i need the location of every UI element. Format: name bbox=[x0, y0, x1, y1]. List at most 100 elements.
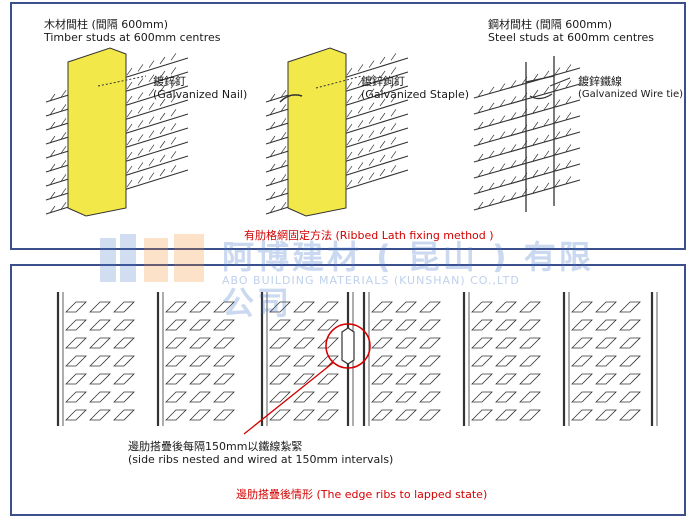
mesh-diamond bbox=[595, 301, 617, 313]
mesh-strand bbox=[379, 154, 386, 163]
mesh-strand bbox=[170, 67, 177, 75]
mesh-diamond bbox=[395, 409, 417, 421]
mesh-strand bbox=[368, 172, 375, 180]
mesh-diamond bbox=[619, 301, 641, 313]
mesh-strand bbox=[137, 176, 144, 184]
mesh-strand bbox=[368, 88, 375, 96]
mesh-diamond bbox=[89, 355, 111, 367]
mesh-strand bbox=[379, 140, 386, 149]
mesh-diamond bbox=[571, 355, 593, 367]
mesh-strand bbox=[137, 148, 144, 156]
mesh-strand bbox=[346, 81, 353, 90]
mesh-diamond bbox=[371, 409, 393, 421]
staple-label-zh: 鍍鋅鉤釘 bbox=[361, 75, 405, 88]
mesh-diamond bbox=[419, 355, 441, 367]
mesh-diamond bbox=[317, 301, 339, 313]
mesh-strand bbox=[368, 158, 375, 166]
mesh-strand bbox=[126, 151, 133, 160]
steel-studs-title-en: Steel studs at 600mm centres bbox=[488, 31, 654, 44]
mesh-diamond bbox=[89, 301, 111, 313]
mesh-diamond bbox=[471, 319, 493, 331]
mesh-diamond bbox=[571, 373, 593, 385]
mesh-strand bbox=[510, 96, 517, 104]
mesh-diamond bbox=[113, 355, 135, 367]
mesh-diamond bbox=[495, 355, 517, 367]
mesh-strand bbox=[346, 67, 353, 76]
mesh-diamond bbox=[189, 373, 211, 385]
steel-wire-illustration bbox=[473, 56, 581, 212]
mesh-diamond bbox=[471, 391, 493, 403]
timber-staple-illustration bbox=[265, 47, 409, 217]
mesh-strand bbox=[488, 198, 495, 207]
mesh-strand bbox=[49, 121, 56, 130]
mesh-diamond bbox=[165, 337, 187, 349]
mesh-strand bbox=[532, 185, 539, 194]
mesh-diamond bbox=[371, 337, 393, 349]
mesh-strand bbox=[126, 137, 133, 146]
mesh-strand bbox=[60, 90, 67, 98]
mesh-diamond bbox=[495, 319, 517, 331]
mesh-strand bbox=[280, 132, 287, 140]
mesh-strand bbox=[565, 144, 572, 152]
timber-studs-title-zh: 木材間柱 (間隔 600mm) bbox=[44, 18, 169, 31]
mesh-strand bbox=[368, 60, 375, 68]
mesh-diamond bbox=[165, 373, 187, 385]
mesh-strand bbox=[357, 64, 364, 72]
lapped-lath-illustration bbox=[56, 292, 658, 435]
mesh-strand bbox=[269, 177, 276, 186]
mesh-strand bbox=[49, 149, 56, 158]
mesh-strand bbox=[499, 179, 506, 187]
mesh-strand bbox=[368, 130, 375, 138]
mesh-diamond bbox=[619, 409, 641, 421]
mesh-diamond bbox=[293, 337, 315, 349]
mesh-diamond bbox=[571, 301, 593, 313]
mesh-diamond bbox=[65, 373, 87, 385]
mesh-diamond bbox=[189, 391, 211, 403]
mesh-strand bbox=[148, 158, 155, 166]
mesh-strand bbox=[390, 81, 397, 89]
mesh-strand bbox=[390, 165, 397, 173]
staple-label-en: (Galvanized Staple) bbox=[361, 88, 470, 101]
mesh-diamond bbox=[619, 337, 641, 349]
mesh-diamond bbox=[317, 337, 339, 349]
mesh-diamond bbox=[89, 337, 111, 349]
mesh-strand bbox=[368, 144, 375, 152]
mesh-strand bbox=[159, 56, 166, 65]
mesh-diamond bbox=[519, 301, 541, 313]
mesh-strand bbox=[477, 201, 484, 210]
mesh-diamond bbox=[471, 355, 493, 367]
mesh-diamond bbox=[213, 409, 235, 421]
mesh-strand bbox=[477, 105, 484, 114]
mesh-strand bbox=[280, 202, 287, 210]
mesh-diamond bbox=[519, 391, 541, 403]
mesh-strand bbox=[159, 112, 166, 121]
mesh-diamond bbox=[165, 355, 187, 367]
mesh-diamond bbox=[371, 373, 393, 385]
mesh-strand bbox=[368, 74, 375, 82]
mesh-diamond bbox=[519, 373, 541, 385]
mesh-strand bbox=[346, 179, 353, 188]
mesh-strand bbox=[488, 86, 495, 95]
mesh-diamond bbox=[419, 319, 441, 331]
mesh-diamond bbox=[471, 373, 493, 385]
mesh-diamond bbox=[419, 337, 441, 349]
mesh-diamond bbox=[317, 391, 339, 403]
mesh-strand bbox=[554, 83, 561, 91]
mesh-diamond bbox=[269, 355, 291, 367]
mesh-diamond bbox=[65, 337, 87, 349]
mesh-diamond bbox=[113, 409, 135, 421]
nested-ribs-note-en: (side ribs nested and wired at 150mm int… bbox=[128, 453, 394, 466]
mesh-strand bbox=[269, 163, 276, 172]
mesh-strand bbox=[126, 67, 133, 76]
mesh-diamond bbox=[619, 355, 641, 367]
mesh-strand bbox=[60, 160, 67, 168]
mesh-strand bbox=[477, 153, 484, 162]
mesh-diamond bbox=[269, 301, 291, 313]
mesh-strand bbox=[126, 81, 133, 90]
mesh-strand bbox=[148, 172, 155, 180]
mesh-diamond bbox=[269, 373, 291, 385]
mesh-strand bbox=[280, 160, 287, 168]
mesh-diamond bbox=[189, 355, 211, 367]
mesh-diamond bbox=[519, 355, 541, 367]
mesh-strand bbox=[477, 121, 484, 130]
